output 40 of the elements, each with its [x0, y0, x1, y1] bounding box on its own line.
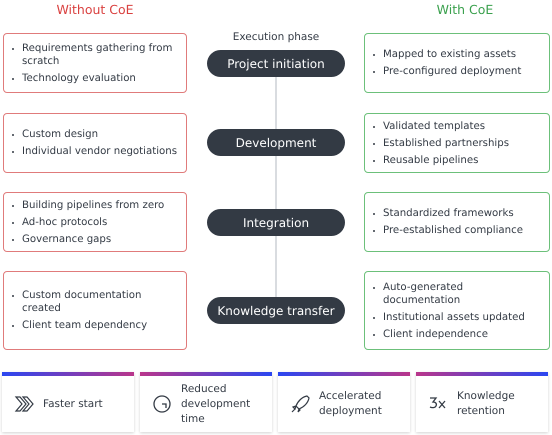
with-coe-box [364, 33, 550, 93]
bullet-item: Institutional assets updated [373, 310, 543, 324]
bullet-item: Pre-established compliance [373, 224, 543, 237]
column-heading: With CoE [436, 2, 494, 17]
connector-line [275, 77, 277, 129]
bullet-item: Technology evaluation [12, 72, 180, 84]
bullet-item: Governance gaps [12, 232, 180, 246]
phase-pill: Knowledge transfer [207, 297, 345, 324]
bullet-item: Individual vendor negotiations [12, 145, 180, 158]
benefit-text: Reduced development time [181, 382, 252, 426]
column-heading: Without CoE [56, 2, 134, 17]
connector-line [275, 236, 277, 297]
phase-pill: Project initiation [207, 50, 345, 77]
bullet-item: Reusable pipelines [373, 154, 543, 166]
with-coe-box [364, 113, 550, 173]
phase-pill: Integration [207, 209, 345, 236]
bullet-item: Building pipelines from zero [12, 198, 180, 212]
without-coe-box [3, 33, 187, 93]
bullet-item: Auto-generated documentation [373, 280, 543, 306]
benefit-text: Accelerated deployment [319, 389, 383, 419]
with-coe-box [364, 271, 550, 350]
bullet-item: Ad-hoc protocols [12, 216, 180, 228]
bullet-item: Requirements gathering from scratch [12, 42, 180, 68]
bullet-item: Validated templates [373, 120, 543, 132]
bullet-item: Pre-configured deployment [373, 65, 543, 78]
without-coe-box [3, 192, 187, 252]
bullet-item: Client independence [373, 328, 543, 340]
with-coe-box [364, 192, 550, 252]
bullet-item: Standardized frameworks [373, 207, 543, 220]
without-coe-box [3, 271, 187, 350]
bullet-item: Client team dependency [12, 319, 180, 332]
without-coe-box [3, 113, 187, 173]
bullet-item: Mapped to existing assets [373, 48, 543, 61]
phase-pill: Development [207, 129, 345, 156]
benefit-text: Knowledge retention [457, 389, 516, 419]
benefit-text: Faster start [43, 396, 103, 412]
bullet-item: Custom design [12, 128, 180, 141]
bullet-item: Established partnerships [373, 136, 543, 150]
connector-line [275, 156, 277, 209]
bullet-item: Custom documentation created [12, 289, 180, 315]
